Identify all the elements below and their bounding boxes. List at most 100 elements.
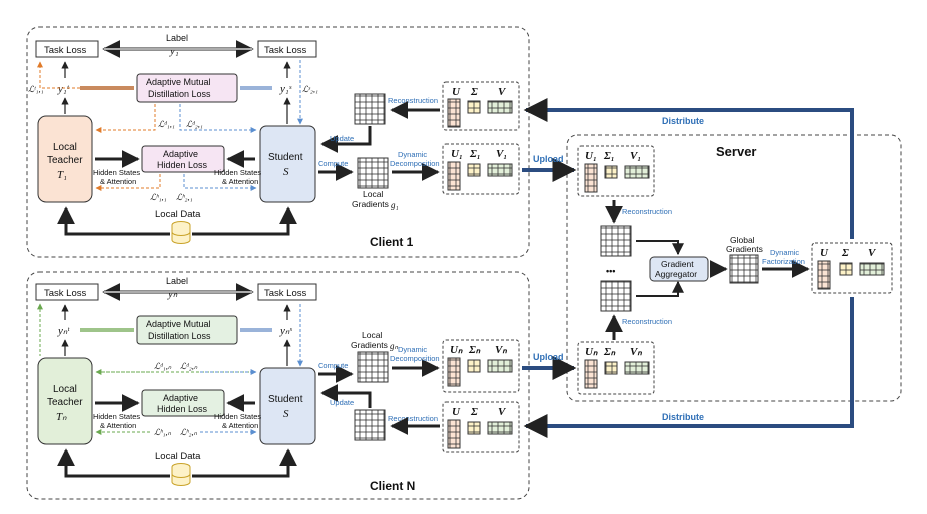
c1-decomposed-factors <box>442 143 520 195</box>
n-adaptive-hidden-loss-box <box>141 389 225 417</box>
ah-line1: Adaptive <box>163 149 198 159</box>
c1-local-gradients-1: Local <box>363 189 383 199</box>
srv-global-2: Gradients <box>726 244 763 254</box>
loss-task-t: ℒᵗ₁,₁ <box>28 84 44 94</box>
cN-update: Update <box>330 398 354 407</box>
n-database-icon <box>171 463 191 486</box>
clientN-container <box>26 271 530 500</box>
gradient-aggregator <box>649 256 709 282</box>
amd-line2: Distillation Loss <box>148 89 211 99</box>
srv-dynfact-1: Dynamic <box>770 248 799 257</box>
database-icon <box>171 221 191 244</box>
cN-dec-U: Uₙ <box>450 344 463 356</box>
loss-hid-t: ℒʰ₁,₁ <box>150 192 167 202</box>
student-pred: y₁ˢ <box>279 83 292 95</box>
c1-top-V: V <box>498 86 507 98</box>
cN-local-gradients-2: Gradients <box>351 340 388 350</box>
server-recon-grid-N <box>600 280 632 312</box>
n-label-symbol: yₙ <box>167 288 178 300</box>
client1-container <box>26 26 530 258</box>
cN-local-gradients-1: Local <box>362 330 382 340</box>
label-caption: Label <box>166 33 188 43</box>
clientN-title: Client N <box>370 479 415 493</box>
n-ah-line1: Adaptive <box>163 393 198 403</box>
ah-line2: Hidden Loss <box>157 160 208 170</box>
n-hidden-left-2: & Attention <box>100 421 136 430</box>
hidden-right-2: & Attention <box>222 177 258 186</box>
c1-top-U: U <box>452 86 461 98</box>
global-gradient-grid <box>729 254 759 284</box>
recon-grid-N <box>354 409 386 441</box>
student-line1: Student <box>268 152 303 163</box>
student-symbol: S <box>283 166 289 178</box>
upload-top: Upload <box>533 154 564 164</box>
n-student-pred: yₙˢ <box>279 325 292 337</box>
n-amd-line2: Distillation Loss <box>148 331 211 341</box>
srv-global-1: Global <box>730 235 755 245</box>
n-label-caption: Label <box>166 276 188 286</box>
server-container <box>566 134 902 402</box>
teacher-line1: Local <box>53 142 77 153</box>
n-hidden-left-1: Hidden States <box>93 412 140 421</box>
srv-agg-1: Gradient <box>661 259 694 269</box>
n-hidden-right-2: & Attention <box>222 421 258 430</box>
cN-reconstruction: Reconstruction <box>388 414 438 423</box>
local-teacher-1 <box>37 115 93 203</box>
amd-line1: Adaptive Mutual <box>146 77 211 87</box>
loss-task-s: ℒˢ₂,₁ <box>302 84 318 94</box>
srv-inN-U: Uₙ <box>585 346 598 358</box>
cN-dyn-1: Dynamic <box>398 345 427 354</box>
c1-dec-V: V₁ <box>496 148 507 160</box>
n-adaptive-mutual-distillation-box <box>136 315 238 345</box>
label-symbol: y₁ <box>169 45 179 57</box>
srv-inN-Sigma: Σₙ <box>603 346 616 358</box>
c1-update: Update <box>330 134 354 143</box>
c1-reconstruction: Reconstruction <box>388 96 438 105</box>
upload-bottom: Upload <box>533 352 564 362</box>
student-1 <box>259 125 316 203</box>
c1-local-gradients-2: Gradients <box>352 199 389 209</box>
cN-dec-Sigma: Σₙ <box>468 344 481 356</box>
student-N <box>259 367 316 445</box>
srv-in1-U: U₁ <box>585 150 597 162</box>
n-local-data-label: Local Data <box>155 451 201 462</box>
cN-bot-V: V <box>498 406 507 418</box>
c1-dyn-1: Dynamic <box>398 150 427 159</box>
n-task-loss-right: Task Loss <box>264 288 306 299</box>
srv-ellipsis: ••• <box>606 266 615 276</box>
task-loss-left-box <box>35 40 99 58</box>
hidden-left-2: & Attention <box>100 177 136 186</box>
n-amd-line1: Adaptive Mutual <box>146 319 211 329</box>
c1-dec-Sigma: Σ₁ <box>469 148 481 160</box>
srv-recon-top: Reconstruction <box>622 207 672 216</box>
n-teacher-line2: Teacher <box>47 397 83 408</box>
n-hidden-right-1: Hidden States <box>214 412 261 421</box>
n-ah-line2: Hidden Loss <box>157 404 208 414</box>
distribute-path-top <box>523 98 854 239</box>
srv-out-Sigma: Σ <box>841 247 849 259</box>
loss-hid-s: ℒʰ₂,₁ <box>176 192 193 202</box>
distribute-top: Distribute <box>662 116 704 126</box>
n-student-symbol: S <box>283 408 289 420</box>
hidden-left-1: Hidden States <box>93 168 140 177</box>
task-loss-right: Task Loss <box>264 45 306 56</box>
teacher-line2: Teacher <box>47 155 83 166</box>
cN-dec-V: Vₙ <box>495 344 507 356</box>
n-loss-hid-s: ℒʰ₂,ₙ <box>180 427 198 437</box>
local-data-label: Local Data <box>155 209 201 220</box>
distribute-path-bottom <box>523 297 854 438</box>
n-student-line1: Student <box>268 394 303 405</box>
srv-inN-V: Vₙ <box>630 346 642 358</box>
srv-dynfact-2: Factorization <box>762 257 805 266</box>
cN-gradient-symbol: gₙ <box>390 341 399 351</box>
srv-recon-bottom: Reconstruction <box>622 317 672 326</box>
loss-dist-s: ℒᵈ₂,₁ <box>186 119 203 129</box>
local-teacher-N <box>37 357 93 445</box>
teacher-pred: y₁ᵗ <box>57 83 70 95</box>
cN-received-factors <box>442 401 520 453</box>
srv-out-U: U <box>820 247 829 259</box>
srv-out-V: V <box>868 247 877 259</box>
cN-bot-U: U <box>452 406 461 418</box>
